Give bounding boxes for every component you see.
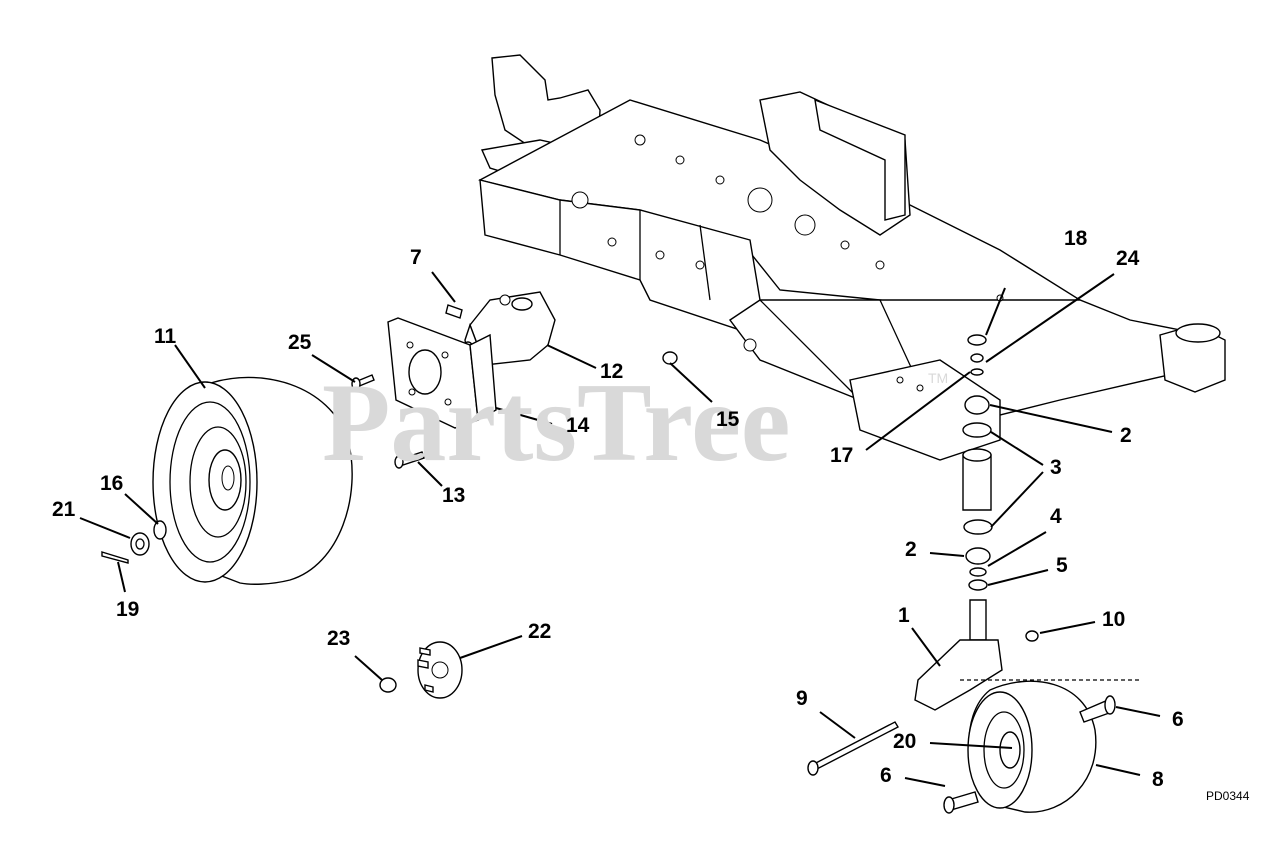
callout-1: 1	[898, 604, 910, 627]
spacer-6-left	[943, 791, 979, 814]
callout-6-left: 6	[880, 764, 892, 787]
caster-wheel-8	[967, 680, 1097, 813]
nut-10	[1025, 630, 1039, 642]
washer-24	[970, 368, 984, 376]
axle-bolt-9	[807, 721, 899, 776]
wheel-hub-22	[417, 641, 463, 699]
callout-2-lower: 2	[905, 538, 917, 561]
cotter-pin-19	[101, 551, 129, 564]
mounting-bracket-14	[387, 317, 497, 429]
drawing-code: PD0344	[1206, 789, 1250, 803]
nut-17	[970, 353, 984, 363]
castle-nut-21	[130, 532, 150, 556]
callout-14: 14	[566, 414, 590, 437]
watermark-trademark: TM	[928, 370, 948, 386]
callout-15: 15	[716, 408, 740, 431]
callout-21: 21	[52, 498, 76, 521]
frame-holes	[571, 134, 1004, 392]
callout-7: 7	[410, 246, 422, 269]
callout-labels: 11 25 7 12 14 15 13 16 21 19 23 22 18 24…	[52, 227, 1184, 791]
spacer-6-right	[1079, 695, 1116, 723]
callout-10: 10	[1102, 608, 1125, 631]
callout-22: 22	[528, 620, 551, 643]
rear-drive-wheel	[152, 376, 353, 585]
race-3-upper	[962, 422, 992, 438]
bearing-2-upper	[964, 395, 990, 415]
callout-25: 25	[288, 331, 312, 354]
callout-20: 20	[893, 730, 916, 753]
watermark: PartsTree	[322, 361, 791, 485]
callout-24: 24	[1116, 247, 1140, 270]
leader-lines	[79, 271, 1161, 787]
callout-13: 13	[442, 484, 465, 507]
bolt-13	[394, 451, 425, 469]
lug-nut-23	[379, 677, 397, 693]
caster-fork-1	[914, 599, 1003, 711]
caster-stack	[962, 334, 993, 591]
callout-8: 8	[1152, 768, 1164, 791]
callout-5: 5	[1056, 554, 1068, 577]
chassis-frame	[478, 54, 1226, 461]
callout-12: 12	[600, 360, 623, 383]
callout-16: 16	[100, 472, 123, 495]
dust-cap-18	[967, 334, 987, 346]
race-3-lower	[963, 519, 993, 535]
callout-6-right: 6	[1172, 708, 1184, 731]
callout-4: 4	[1050, 505, 1062, 528]
callout-19: 19	[116, 598, 139, 621]
callout-9: 9	[796, 687, 808, 710]
callout-2-upper: 2	[1120, 424, 1132, 447]
callout-23: 23	[327, 627, 350, 650]
callout-11: 11	[154, 325, 177, 348]
bearing-2-lower	[965, 547, 991, 565]
key-7	[445, 304, 463, 319]
callout-17: 17	[830, 444, 853, 467]
callout-3: 3	[1050, 456, 1062, 479]
washer-4	[969, 567, 987, 577]
callout-18: 18	[1064, 227, 1088, 250]
seal-5	[968, 579, 988, 591]
washer-16	[153, 520, 167, 540]
